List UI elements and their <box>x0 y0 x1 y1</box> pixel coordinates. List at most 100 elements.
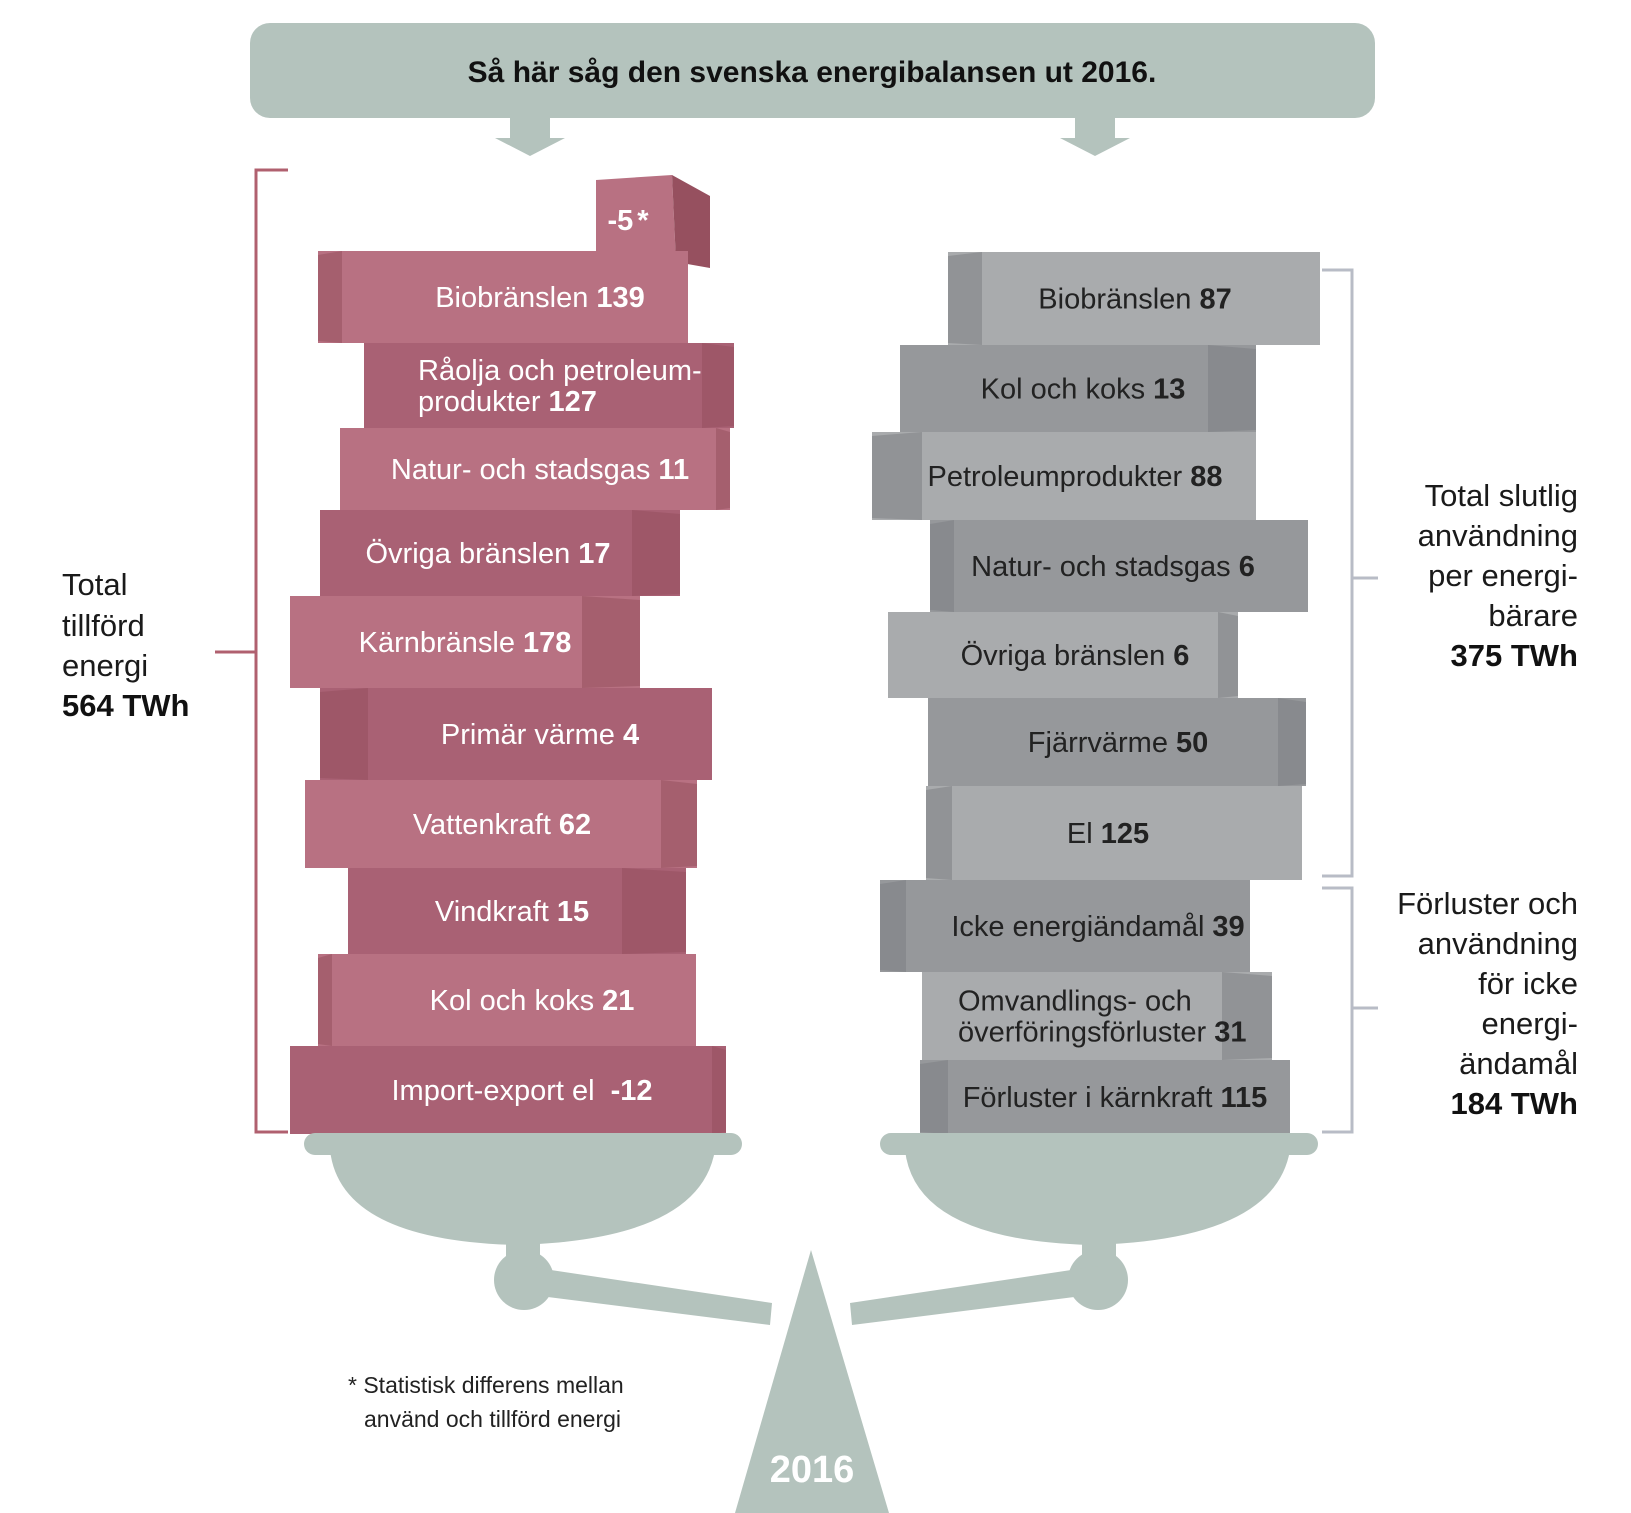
use-item-7-block-front <box>926 786 1302 880</box>
supply-item-5-block-front <box>290 596 640 688</box>
statistical-difference-side <box>672 175 710 268</box>
right-pan-rim <box>880 1133 1318 1155</box>
supply-item-5-block-side <box>582 596 640 688</box>
footnote: * Statistisk differens mellan använd och… <box>348 1372 624 1432</box>
use-item-10-block-front <box>920 1060 1290 1134</box>
use-final-value: 375 TWh <box>1451 638 1578 673</box>
banner-title: Så här såg den svenska energibalansen ut… <box>468 56 1157 89</box>
banner-background <box>250 23 1375 118</box>
use-bracket-losses: Förluster och användning för icke energi… <box>1322 886 1579 1134</box>
supply-total-label-3: energi <box>62 648 148 683</box>
left-beam <box>524 1266 772 1325</box>
use-final-label-1: Total slutlig <box>1425 478 1578 513</box>
use-item-7-block-side <box>926 786 952 880</box>
supply-item-7-block-side <box>661 780 697 868</box>
use-item-9-block-front <box>922 972 1272 1060</box>
use-losses-label-4: energi- <box>1482 1006 1579 1041</box>
supply-item-10-label: Import-export el-12 <box>392 1075 653 1107</box>
supply-item-9-block-side <box>318 954 332 1046</box>
use-final-label-3: per energi- <box>1428 558 1578 593</box>
title-banner: Så här såg den svenska energibalansen ut… <box>250 23 1375 156</box>
supply-item-3-block-side <box>716 428 730 510</box>
use-item-8-block-side <box>880 880 906 972</box>
supply-item-6-block-side <box>320 688 368 780</box>
use-losses-label-2: användning <box>1418 926 1578 961</box>
footnote-line-2: använd och tillförd energi <box>364 1406 621 1432</box>
use-bracket-losses-line <box>1322 886 1378 1134</box>
use-final-label-4: bärare <box>1488 598 1578 633</box>
use-losses-label-3: för icke <box>1478 966 1578 1001</box>
supply-item-4-block-front <box>320 510 680 596</box>
use-losses-label-1: Förluster och <box>1397 886 1578 921</box>
use-item-4-block-side <box>930 520 954 612</box>
supply-item-10-block-side <box>712 1046 726 1134</box>
statistical-difference-front <box>596 175 676 266</box>
supply-item-2-block-side <box>702 343 734 428</box>
supply-item-7-block-front <box>305 780 697 868</box>
use-item-1-block-side <box>948 252 982 345</box>
use-item-10-block-side <box>920 1060 948 1134</box>
supply-item-4-block-side <box>632 510 680 596</box>
supply-item-2-block-front <box>364 343 734 428</box>
supply-total-value: 564 TWh <box>62 688 189 723</box>
use-bracket-final-line <box>1322 268 1378 878</box>
use-item-4-block-front <box>930 520 1308 612</box>
scale: 2016 <box>304 1133 1318 1513</box>
arrow-left-icon <box>495 118 565 156</box>
use-item-9-block-side <box>1222 972 1272 1060</box>
use-final-label-2: användning <box>1418 518 1578 553</box>
supply-item-1-block-side <box>318 251 342 343</box>
right-pan-bowl <box>905 1150 1290 1245</box>
left-pan-bowl <box>330 1150 715 1245</box>
use-losses-value: 184 TWh <box>1451 1086 1578 1121</box>
supply-item-6-block-front <box>320 688 712 780</box>
supply-item-1-block-front <box>318 251 688 343</box>
use-item-3-block-front <box>872 432 1256 520</box>
use-item-6-block-side <box>1278 698 1306 786</box>
supply-total-label-1: Total <box>62 567 127 602</box>
use-item-3-block-side <box>872 432 922 520</box>
supply-bracket: Total tillförd energi 564 TWh <box>62 168 288 1134</box>
statistical-difference-block: -5* <box>596 175 710 268</box>
use-item-9-label: Omvandlings- och <box>958 986 1192 1018</box>
base-year: 2016 <box>770 1449 855 1491</box>
use-item-6-block-front <box>928 698 1306 786</box>
supply-item-2-label: Råolja och petroleum- <box>418 355 702 387</box>
use-item-5-block-front <box>888 612 1238 698</box>
use-bracket-final: Total slutlig användning per energi- bär… <box>1322 268 1578 878</box>
use-item-8-block-front <box>880 880 1250 972</box>
scale-stand <box>735 1250 889 1513</box>
supply-total-label-2: tillförd <box>62 608 145 643</box>
